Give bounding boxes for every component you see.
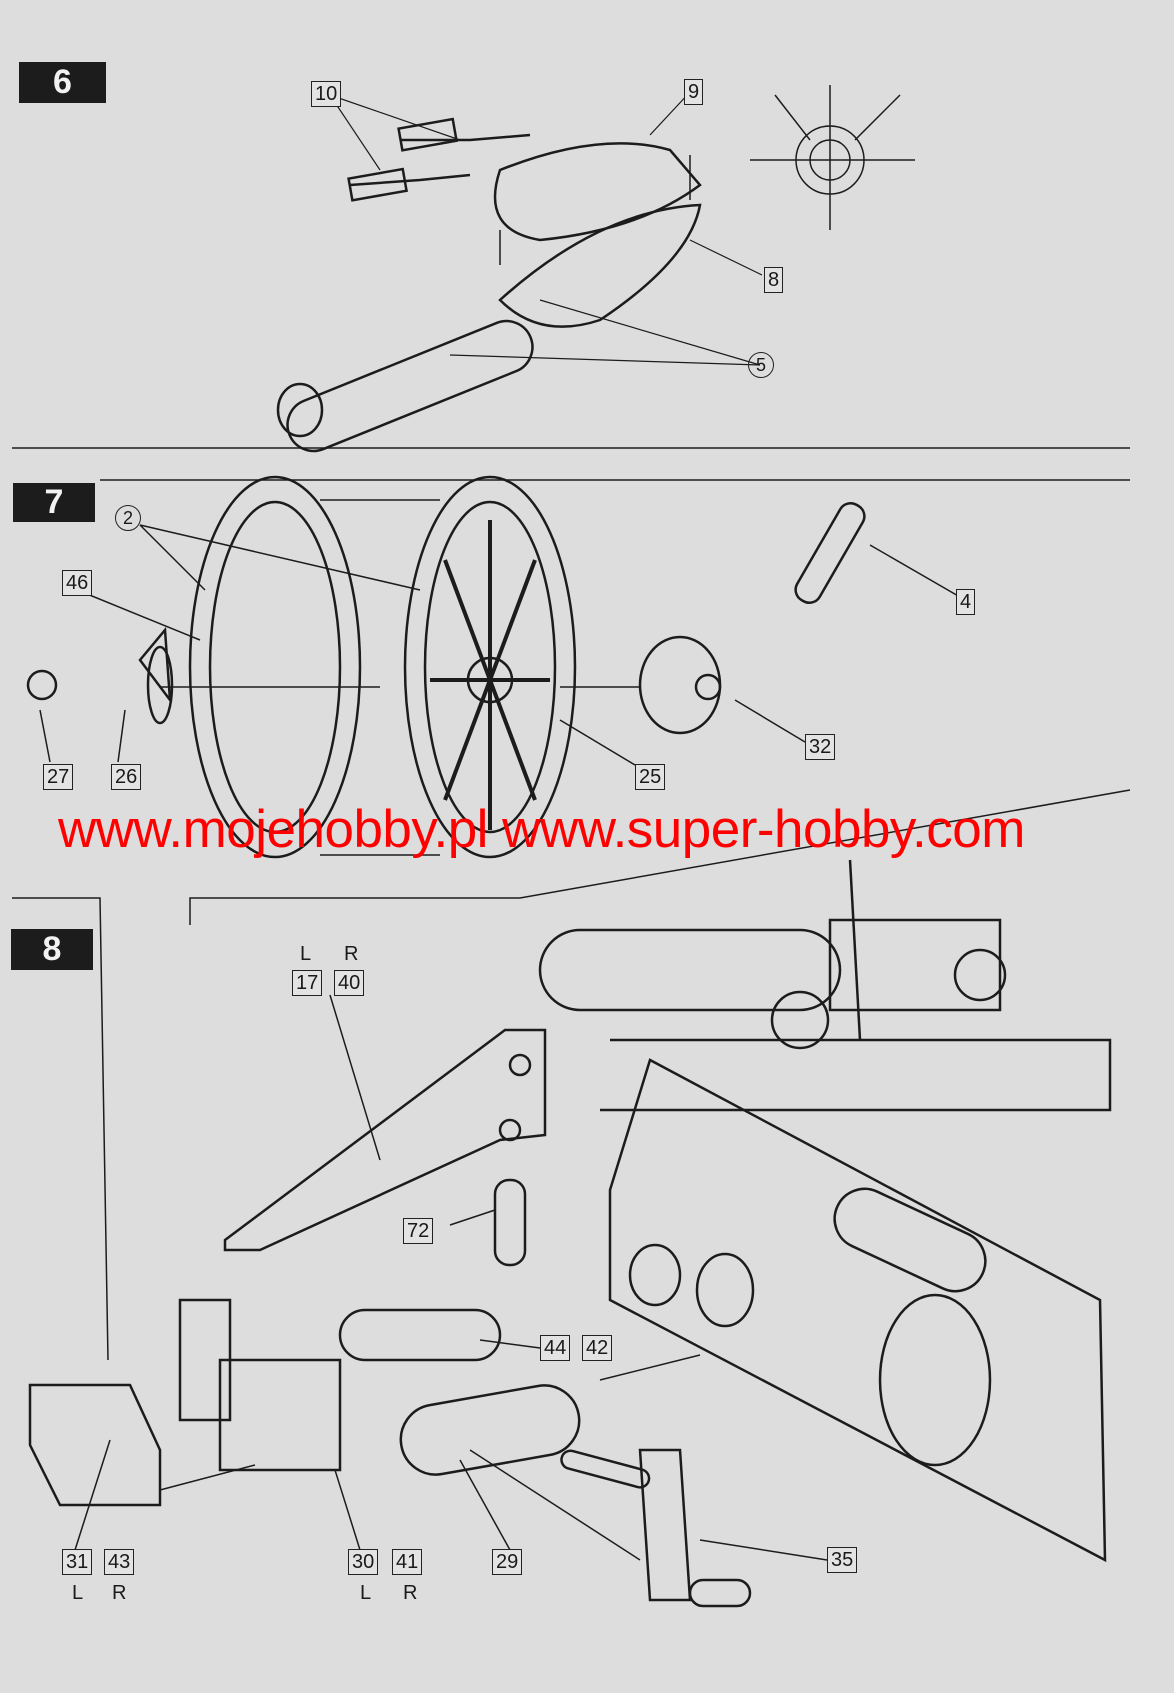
wheel [403,475,577,859]
hub-drum [638,635,722,735]
side-right-label: R [112,1582,127,1604]
part-label-10: 10 [311,81,342,107]
side-left-label: L [72,1582,84,1604]
part-label-30: 30 [348,1549,379,1575]
link-72 [493,1178,527,1267]
hub-cap [26,626,174,725]
part-label-43: 43 [104,1549,135,1575]
part-label-9: 9 [684,79,704,105]
step-8-badge: 8 [11,929,93,970]
divider [12,897,109,1361]
part-label-46: 46 [62,570,93,596]
part-label-27: 27 [43,764,74,790]
sight-detail [750,85,915,230]
part-label-8: 8 [764,267,784,293]
axle-pin [794,502,866,604]
part-label-5: 5 [748,352,774,378]
part-label-72: 72 [403,1218,434,1244]
part-label-41: 41 [392,1549,423,1575]
side-left-label: L [360,1582,372,1604]
trail-bracket [223,1028,547,1252]
part-label-31: 31 [62,1549,93,1575]
part-label-40: 40 [334,970,365,996]
part-label-44: 44 [540,1335,571,1361]
barrel-assembly [276,117,702,453]
part-label-4: 4 [956,589,976,615]
elevation-parts [28,1298,581,1507]
part-label-32: 32 [805,734,836,760]
side-right-label: R [344,943,359,965]
side-left-label: L [300,943,312,965]
part-label-35: 35 [827,1547,858,1573]
step-7-badge: 7 [13,483,95,522]
part-label-29: 29 [492,1549,523,1575]
divider [189,789,1131,925]
crank-35 [560,1448,752,1608]
step-6-badge: 6 [19,62,106,103]
wheel-tyre [188,475,362,859]
side-right-label: R [403,1582,418,1604]
part-label-17: 17 [292,970,323,996]
part-label-42: 42 [582,1335,613,1361]
part-label-26: 26 [111,764,142,790]
watermark: www.mojehobby.pl www.super-hobby.com [58,800,1025,859]
part-label-25: 25 [635,764,666,790]
gun-carriage [538,859,1112,1563]
part-label-2: 2 [115,505,141,531]
